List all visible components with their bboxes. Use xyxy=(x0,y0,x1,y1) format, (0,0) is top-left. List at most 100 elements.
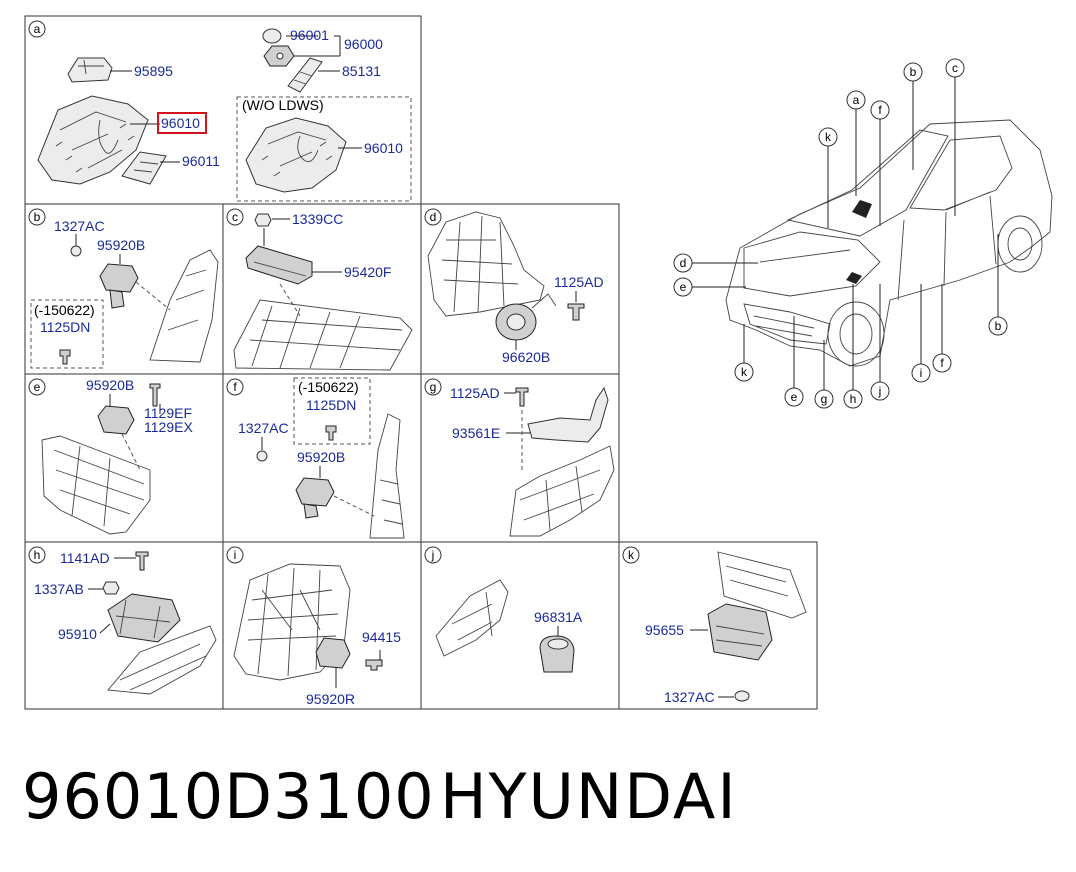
panel-j-tag: j xyxy=(431,548,435,562)
svg-text:h: h xyxy=(850,392,857,406)
body-structure-k xyxy=(717,551,807,619)
panel-d: d 1125AD 96620B xyxy=(424,208,604,365)
parts-diagram: a 95895 96010 96011 96001 96000 85131 xyxy=(24,15,1053,710)
panel-j-frame xyxy=(420,541,620,710)
part-95920r-shape xyxy=(315,637,351,669)
car-callout-f: f f xyxy=(870,100,952,373)
panel-c-tag: c xyxy=(232,210,238,224)
label-date-f: (-150622) xyxy=(298,379,359,395)
panel-f-tag: f xyxy=(233,380,237,394)
part-95420f-shape xyxy=(245,245,313,285)
label-1337ab: 1337AB xyxy=(34,581,84,597)
car-illustration: a b b c d e e xyxy=(673,58,1053,409)
label-96831a: 96831A xyxy=(534,609,583,625)
part-96010-shape xyxy=(37,95,149,185)
bolt-icon-e xyxy=(149,383,161,407)
car-camera-mark xyxy=(852,200,872,218)
panel-a: a 95895 96010 96011 96001 96000 85131 xyxy=(28,20,412,202)
bolt-icon xyxy=(59,349,71,365)
label-wo-ldws: (W/O LDWS) xyxy=(242,97,324,113)
panel-j: j 96831A xyxy=(424,546,583,673)
part-95920b-f-shape xyxy=(295,477,335,507)
part-96011-shape xyxy=(121,151,167,185)
panel-i-tag: i xyxy=(234,548,237,562)
panel-c-frame xyxy=(222,203,422,375)
part-85131-shape xyxy=(287,57,323,93)
label-95655: 95655 xyxy=(645,622,684,638)
part-95920b-shape xyxy=(99,263,139,293)
car-callout-i: i xyxy=(911,284,931,383)
svg-text:b: b xyxy=(995,319,1002,333)
radiator-support-e xyxy=(41,435,151,535)
car-callout-g: g xyxy=(814,340,834,409)
bolt-icon-h xyxy=(135,551,149,571)
label-1327ac-k: 1327AC xyxy=(664,689,715,705)
panel-e-frame xyxy=(24,373,224,543)
panel-c: c 1339CC 95420F xyxy=(226,208,413,371)
label-95920b-e: 95920B xyxy=(86,377,134,393)
svg-text:a: a xyxy=(853,93,860,107)
label-1141ad: 1141AD xyxy=(60,550,110,566)
panel-k: k 95655 1327AC xyxy=(622,546,807,705)
part-95910-module xyxy=(107,593,181,643)
body-structure-b xyxy=(149,249,219,363)
washer-icon-k xyxy=(734,690,750,702)
date-box-f xyxy=(293,377,371,445)
bolt-icon-f xyxy=(325,425,337,441)
panel-a-tag: a xyxy=(34,22,41,36)
footer-brand: HYUNDAI xyxy=(440,760,738,833)
door-inner-i xyxy=(233,563,351,681)
panel-g: g 1125AD 93561E xyxy=(424,378,615,537)
car-callout-a: a xyxy=(846,90,866,196)
label-96620b: 96620B xyxy=(502,349,550,365)
car-callout-j: j xyxy=(870,284,890,401)
car-callout-k: k k xyxy=(734,127,838,382)
car-callout-d: d xyxy=(673,253,758,273)
panel-k-frame xyxy=(618,541,818,710)
label-95895: 95895 xyxy=(134,63,173,79)
label-95920r: 95920R xyxy=(306,691,355,707)
panel-k-tag: k xyxy=(628,548,635,562)
label-96010-highlighted: 96010 xyxy=(161,115,200,131)
label-95420f: 95420F xyxy=(344,264,391,280)
panel-b: b 1327AC 95920B (-150622) 1125DN xyxy=(28,208,219,369)
part-96010-alt-shape xyxy=(245,117,347,193)
label-1125dn-b: 1125DN xyxy=(40,319,90,335)
label-85131: 85131 xyxy=(342,63,381,79)
panel-d-tag: d xyxy=(430,210,437,224)
panel-f: f (-150622) 1125DN 1327AC 95920B xyxy=(226,377,405,539)
svg-text:c: c xyxy=(952,61,958,75)
svg-text:j: j xyxy=(878,384,882,398)
part-96001-lens xyxy=(262,28,282,44)
label-95910: 95910 xyxy=(58,626,97,642)
footer-part-number: 96010D3100 xyxy=(22,760,435,833)
part-95895-shape xyxy=(67,57,113,83)
panel-b-tag: b xyxy=(34,210,41,224)
panel-e: e 95920B 1129EF 1129EX xyxy=(28,377,193,535)
car-callout-c: c xyxy=(945,58,965,216)
panel-h: h 1141AD 1337AB 95910 xyxy=(28,546,217,695)
nut-icon-h xyxy=(102,581,120,595)
body-structure-g xyxy=(509,445,615,537)
label-1327ac: 1327AC xyxy=(54,218,105,234)
bolt-icon-d xyxy=(567,303,585,321)
bolt-icon-g xyxy=(515,387,529,407)
label-94415: 94415 xyxy=(362,629,401,645)
label-1129ex: 1129EX xyxy=(144,419,193,435)
car-callout-e: e e xyxy=(673,277,804,407)
svg-text:d: d xyxy=(680,256,687,270)
svg-text:f: f xyxy=(878,103,882,117)
washer-icon xyxy=(70,245,82,257)
svg-text:k: k xyxy=(741,365,748,379)
floor-structure-c xyxy=(233,299,413,371)
label-96001: 96001 xyxy=(290,27,329,43)
wo-ldws-box xyxy=(236,96,412,202)
pillar-structure-f xyxy=(369,413,405,539)
panel-a-tag-circle xyxy=(28,20,46,38)
label-96011: 96011 xyxy=(182,153,220,169)
part-95655-module xyxy=(707,603,773,661)
pillar-structure-j xyxy=(435,579,509,657)
svg-text:f: f xyxy=(940,356,944,370)
panel-g-tag: g xyxy=(430,380,437,394)
date-box-b xyxy=(30,299,104,369)
